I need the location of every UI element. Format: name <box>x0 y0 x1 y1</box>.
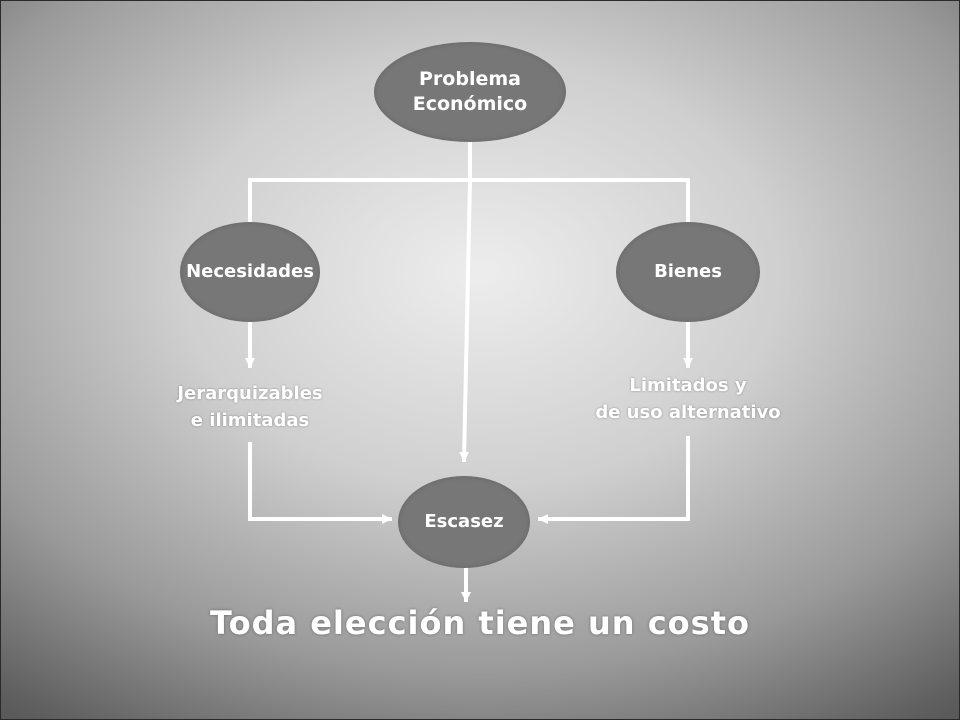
escasez-node: Escasez <box>398 476 530 568</box>
bienes-desc-line-2: de uso alternativo <box>595 402 781 423</box>
necesidades-desc-line-2: e ilimitadas <box>190 410 310 431</box>
bienes-node: Bienes <box>616 222 760 322</box>
bienes-label: Bienes <box>654 261 722 283</box>
problema-economico-node: Problema Económico <box>374 42 566 142</box>
necesidades-desc-line-1: Jerarquizables <box>177 383 323 404</box>
conclusion-text: Toda elección tiene un costo <box>210 604 750 642</box>
bienes-desc-line-1: Limitados y <box>629 375 747 396</box>
left-to-escasez-arrow <box>248 442 392 524</box>
right-to-escasez-arrow <box>538 436 690 524</box>
necesidades-description: Jerarquizables e ilimitadas <box>150 380 350 434</box>
necesidades-label: Necesidades <box>186 261 314 283</box>
problema-line-2: Económico <box>412 93 528 115</box>
escasez-label: Escasez <box>424 511 504 533</box>
bienes-description: Limitados y de uso alternativo <box>578 372 798 426</box>
problema-line-1: Problema <box>419 68 521 91</box>
root-to-escasez-arrow <box>459 177 473 463</box>
necesidades-node: Necesidades <box>180 222 320 322</box>
